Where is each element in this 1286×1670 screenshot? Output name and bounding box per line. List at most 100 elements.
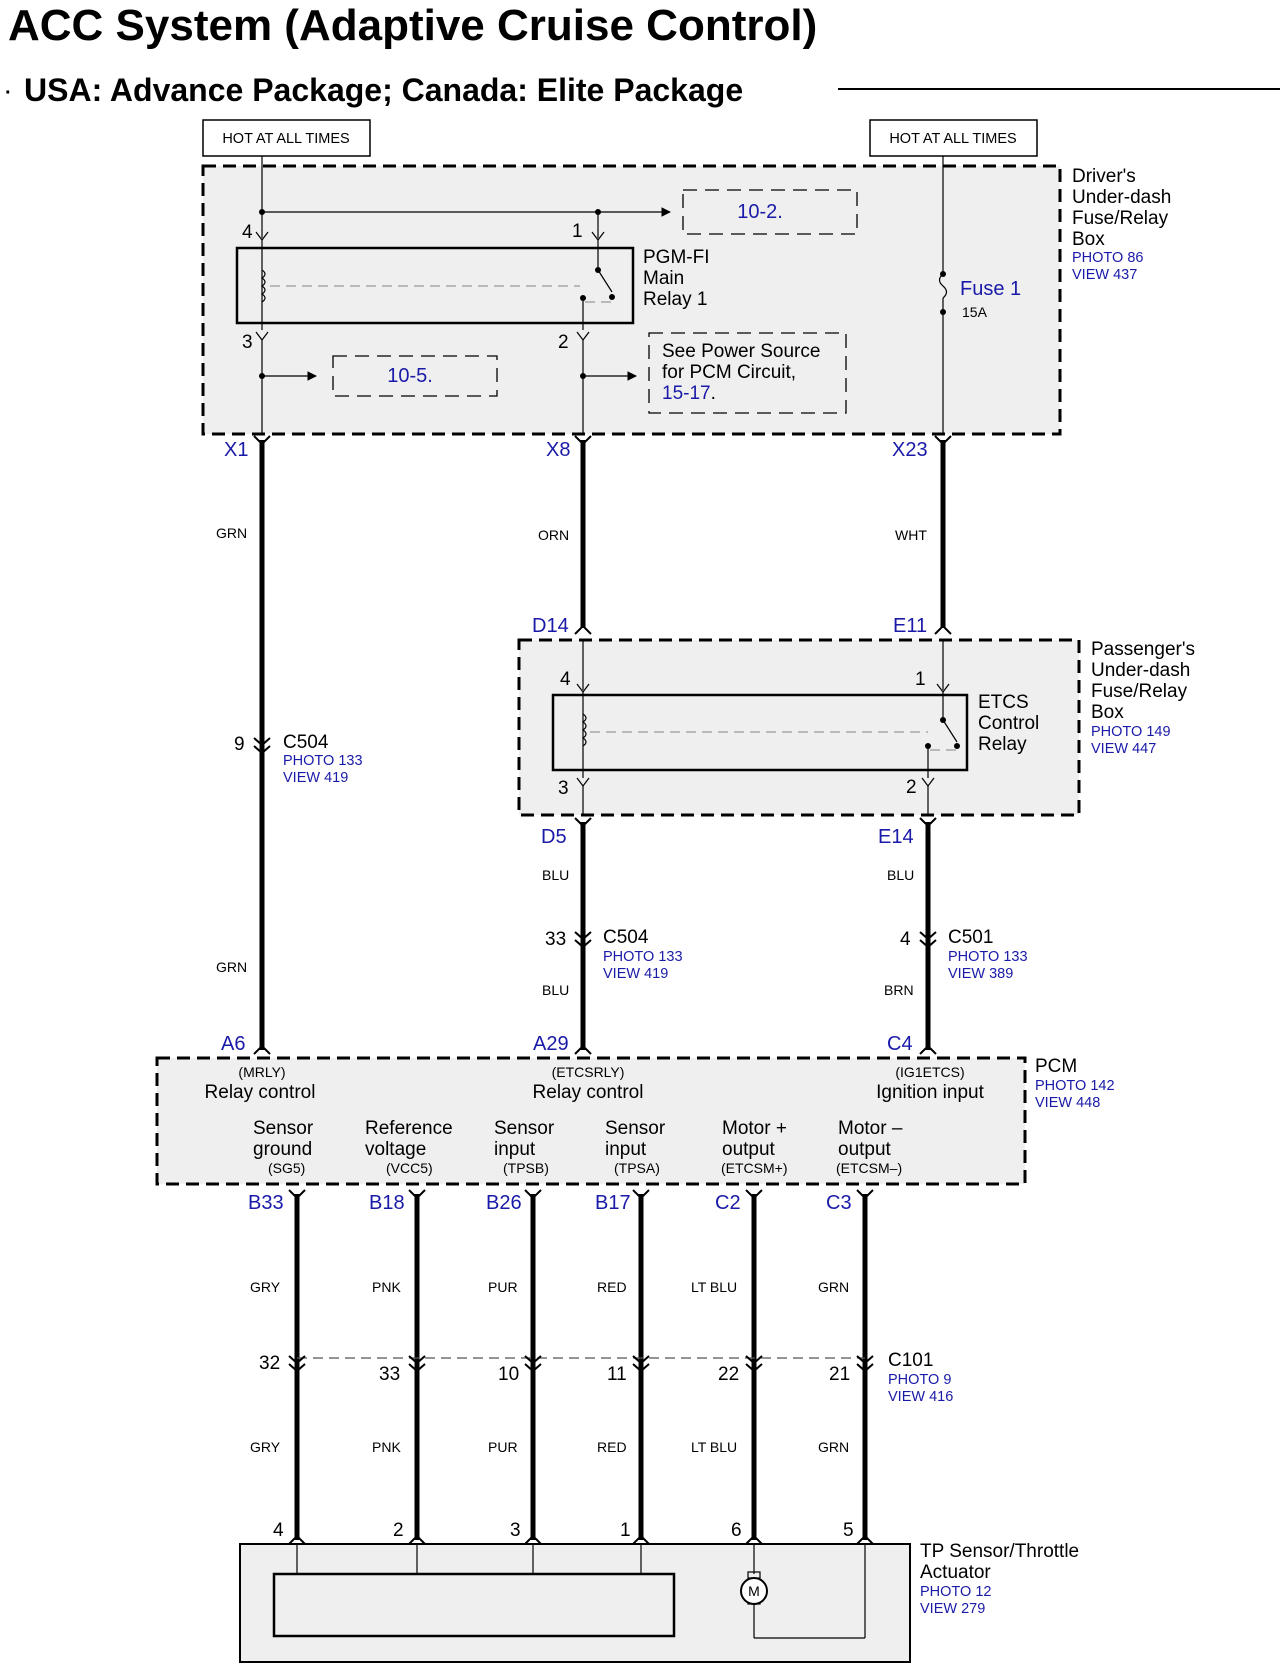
pcm-pin-b33: B33 — [248, 1192, 284, 1214]
svg-text:Driver's: Driver's — [1072, 166, 1136, 187]
terminal-e14: E14 — [878, 826, 914, 848]
svg-text:Box: Box — [1091, 702, 1124, 723]
svg-text:22: 22 — [718, 1364, 739, 1385]
svg-text:1: 1 — [915, 669, 926, 690]
svg-text:(ETCSRLY): (ETCSRLY) — [552, 1064, 625, 1080]
svg-text:output: output — [838, 1139, 892, 1160]
connector-c101-label: C101 PHOTO 9 VIEW 416 — [888, 1350, 953, 1405]
svg-text:VIEW 419: VIEW 419 — [283, 770, 348, 786]
terminal-e11: E11 — [893, 615, 927, 637]
svg-text:5: 5 — [843, 1520, 854, 1541]
power-label-left: HOT AT ALL TIMES — [202, 119, 371, 157]
svg-text:LT BLU: LT BLU — [691, 1439, 737, 1455]
pcm-pin-etcsm-minus: Motor – output (ETCSM–) — [836, 1118, 903, 1176]
pcm-pin-c3: C3 — [826, 1192, 852, 1214]
svg-text:GRY: GRY — [250, 1279, 281, 1295]
svg-text:VIEW 389: VIEW 389 — [948, 966, 1013, 982]
svg-text:HOT AT ALL TIMES: HOT AT ALL TIMES — [889, 131, 1016, 147]
svg-text:4: 4 — [560, 669, 571, 690]
svg-text:PHOTO 86: PHOTO 86 — [1072, 250, 1143, 266]
svg-text:Fuse/Relay: Fuse/Relay — [1072, 208, 1169, 229]
passengers-box-label: Passenger's Under-dash Fuse/Relay Box PH… — [1091, 639, 1195, 757]
pcm-label: PCM PHOTO 142 VIEW 448 — [1035, 1056, 1115, 1111]
svg-text:Relay: Relay — [978, 734, 1027, 755]
fuse-1-rating: 15A — [962, 304, 988, 320]
svg-text:VIEW 437: VIEW 437 — [1072, 267, 1137, 283]
tp-sensor-label: TP Sensor/Throttle Actuator PHOTO 12 VIE… — [920, 1541, 1079, 1617]
etcs-control-relay — [551, 693, 969, 772]
svg-text:PHOTO 133: PHOTO 133 — [603, 949, 683, 965]
svg-text:output: output — [722, 1139, 776, 1160]
svg-text:VIEW 419: VIEW 419 — [603, 966, 668, 982]
drivers-box-label: Driver's Under-dash Fuse/Relay Box PHOTO… — [1072, 166, 1171, 283]
svg-text:Reference: Reference — [365, 1118, 453, 1139]
svg-text:PNK: PNK — [372, 1279, 401, 1295]
svg-text:PHOTO 9: PHOTO 9 — [888, 1372, 951, 1388]
pcm-pin-tpsa: Sensor input (TPSA) — [605, 1118, 666, 1176]
svg-text:(VCC5): (VCC5) — [386, 1160, 433, 1176]
pgm-fi-main-relay — [235, 246, 635, 325]
svg-text:(TPSB): (TPSB) — [503, 1160, 549, 1176]
svg-text:input: input — [605, 1139, 647, 1160]
svg-text:Sensor: Sensor — [253, 1118, 314, 1139]
svg-text:Under-dash: Under-dash — [1072, 187, 1171, 208]
wire-label-blu-2: BLU — [542, 982, 569, 998]
wire-label-orn: ORN — [538, 527, 569, 543]
pcm-pin-a6: A6 — [221, 1033, 245, 1055]
svg-text:PHOTO 149: PHOTO 149 — [1091, 724, 1171, 740]
svg-text:(ETCSM+): (ETCSM+) — [721, 1160, 788, 1176]
connector-c501: 4 C501 PHOTO 133 VIEW 389 — [900, 927, 1028, 982]
svg-text:1: 1 — [620, 1520, 631, 1541]
svg-text:Sensor: Sensor — [494, 1118, 555, 1139]
power-label-right: HOT AT ALL TIMES — [869, 119, 1038, 157]
svg-text:11: 11 — [607, 1364, 627, 1385]
svg-text:TP Sensor/Throttle: TP Sensor/Throttle — [920, 1541, 1079, 1562]
svg-text:voltage: voltage — [365, 1139, 426, 1160]
wire-label-grn: GRN — [216, 525, 247, 541]
svg-text:M: M — [748, 1583, 760, 1599]
svg-text:(IG1ETCS): (IG1ETCS) — [895, 1064, 964, 1080]
ref-box-10-5 — [332, 355, 498, 397]
svg-text:21: 21 — [829, 1364, 850, 1385]
svg-text:1: 1 — [572, 221, 583, 242]
svg-text:6: 6 — [731, 1520, 742, 1541]
svg-text:2: 2 — [558, 332, 569, 353]
svg-text:Control: Control — [978, 713, 1039, 734]
motor-icon: M — [740, 1571, 768, 1605]
terminal-d5: D5 — [541, 826, 567, 848]
svg-text:VIEW 447: VIEW 447 — [1091, 741, 1156, 757]
svg-text:(ETCSM–): (ETCSM–) — [836, 1160, 902, 1176]
terminal-x1: X1 — [224, 439, 248, 461]
ref-10-2: 10-2. — [737, 201, 783, 223]
svg-text:Motor –: Motor – — [838, 1118, 903, 1139]
pcm-pin-vcc5: Reference voltage (VCC5) — [365, 1118, 453, 1176]
svg-text:VIEW 279: VIEW 279 — [920, 1601, 985, 1617]
svg-text:C501: C501 — [948, 927, 993, 948]
svg-text:C101: C101 — [888, 1350, 933, 1371]
svg-text:input: input — [494, 1139, 536, 1160]
pcm-pin-b18: B18 — [369, 1192, 405, 1214]
svg-text:Passenger's: Passenger's — [1091, 639, 1195, 660]
svg-text:LT BLU: LT BLU — [691, 1279, 737, 1295]
pcm-box — [155, 1056, 1027, 1186]
svg-text:33: 33 — [545, 929, 566, 950]
svg-text:C504: C504 — [603, 927, 649, 948]
terminal-x8: X8 — [546, 439, 570, 461]
wire-label-blu-1: BLU — [542, 867, 569, 883]
svg-text:GRN: GRN — [818, 1279, 849, 1295]
page-title: ACC System (Adaptive Cruise Control) — [8, 1, 817, 50]
svg-text:Actuator: Actuator — [920, 1562, 991, 1583]
ref-10-5: 10-5. — [387, 365, 433, 387]
svg-text:Relay control: Relay control — [205, 1082, 316, 1103]
connector-c504-left: 9 C504 PHOTO 133 VIEW 419 — [234, 732, 363, 786]
svg-text:10: 10 — [498, 1364, 519, 1385]
svg-text:PUR: PUR — [488, 1439, 518, 1455]
pcm-input-ig1etcs: (IG1ETCS) Ignition input — [876, 1064, 984, 1103]
wire-label-brn: BRN — [884, 982, 914, 998]
pcm-pin-etcsm-plus: Motor + output (ETCSM+) — [721, 1118, 788, 1176]
svg-text:3: 3 — [558, 778, 569, 799]
svg-text:9: 9 — [234, 734, 245, 755]
svg-text:GRY: GRY — [250, 1439, 281, 1455]
svg-text:HOT AT ALL TIMES: HOT AT ALL TIMES — [222, 131, 349, 147]
